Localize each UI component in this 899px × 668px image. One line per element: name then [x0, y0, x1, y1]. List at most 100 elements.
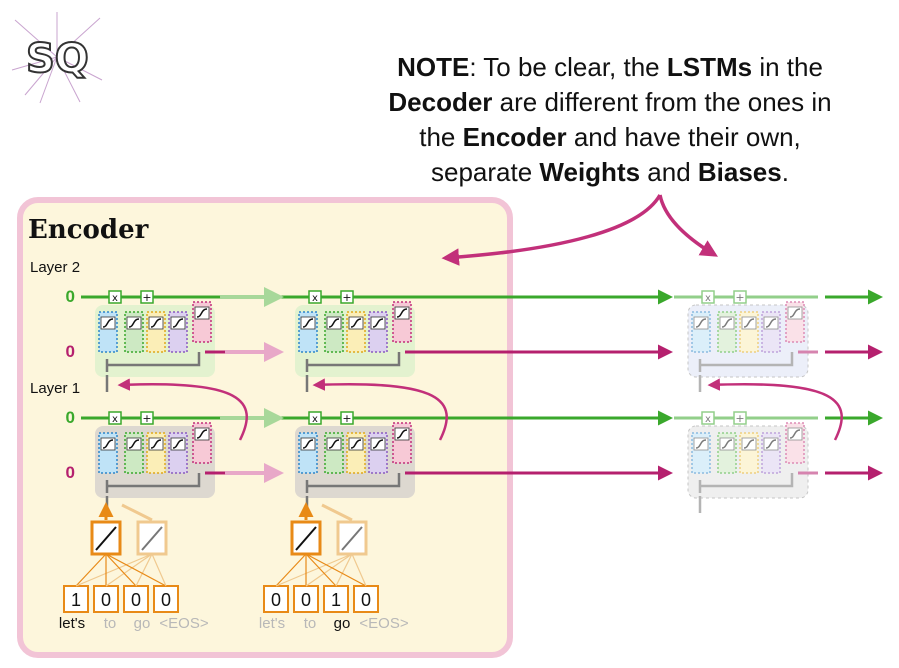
sigmoid-curve	[302, 439, 314, 449]
weight-line	[305, 553, 353, 587]
sigmoid-curve	[150, 318, 162, 328]
multiply-symbol: x	[705, 414, 711, 425]
multiply-gate	[308, 411, 322, 425]
encoder-layer2-cell-2: x+	[281, 290, 425, 392]
layer-connection-arrow	[707, 378, 843, 441]
input-digit: 0	[271, 590, 281, 610]
input-box	[153, 585, 179, 613]
sigmoid-curve	[743, 439, 755, 449]
input-box	[293, 585, 319, 613]
layer-connection-arrow	[312, 378, 448, 441]
input-digit: 1	[71, 590, 81, 610]
note-line3-b: and have their own,	[566, 122, 801, 152]
weight-line	[105, 553, 153, 587]
lstm-cells-group: x+x+x+x+x+x+	[81, 290, 818, 513]
linear-activation	[295, 526, 317, 551]
encoder-layer1-cell-2: x+	[281, 411, 425, 513]
input-box	[323, 585, 349, 613]
layer-connection-arrow	[117, 378, 248, 441]
sigmoid-curve	[721, 439, 733, 449]
weight-line	[351, 553, 367, 587]
weight-line	[105, 553, 137, 587]
input-word: to	[304, 615, 317, 632]
sigmoid-curve	[172, 439, 184, 449]
weight-line	[75, 553, 153, 587]
multiply-symbol: x	[312, 293, 318, 304]
linear-activation	[141, 526, 163, 551]
layer1-label: Layer 1	[30, 380, 80, 397]
multiply-gate	[108, 411, 122, 425]
note-arrow-to-encoder	[441, 194, 662, 266]
weight-line	[151, 553, 167, 587]
weight-line	[335, 553, 353, 587]
weight-line	[305, 553, 367, 587]
initial-zero-label: 0	[66, 408, 75, 427]
sigmoid-curve	[789, 429, 801, 439]
multiply-symbol: x	[112, 293, 118, 304]
multiply-symbol: x	[312, 414, 318, 425]
input-box	[353, 585, 379, 613]
sigmoid-curve	[396, 429, 408, 439]
weight-line	[275, 553, 353, 587]
note-line4-b: and	[640, 157, 698, 187]
input-word: <EOS>	[359, 615, 408, 632]
add-symbol: +	[142, 412, 151, 425]
input-word: to	[104, 615, 117, 632]
sigmoid-curve	[328, 318, 340, 328]
sigmoid-curve	[196, 308, 208, 318]
note-arrow-to-decoder	[658, 194, 719, 257]
linear-activation	[95, 526, 117, 551]
sigmoid-curve	[350, 318, 362, 328]
sigmoid-curve	[150, 439, 162, 449]
note-text: NOTE: To be clear, the LSTMs in the Deco…	[340, 50, 880, 190]
sigmoid-curve	[172, 318, 184, 328]
note-encoder: Encoder	[462, 122, 567, 152]
add-symbol: +	[735, 412, 744, 425]
input-word: let's	[59, 615, 85, 632]
input-word: <EOS>	[159, 615, 208, 632]
input-digit: 1	[331, 590, 341, 610]
statquest-logo: SQ	[11, 12, 103, 104]
input-connector	[105, 352, 201, 372]
input-word: go	[134, 615, 151, 632]
sigmoid-curve	[328, 439, 340, 449]
sigmoid-curve	[350, 439, 362, 449]
input-connector	[698, 352, 794, 372]
weight-line	[275, 553, 307, 587]
add-symbol: +	[342, 291, 351, 304]
sigmoid-curve	[196, 429, 208, 439]
input-word: go	[334, 615, 351, 632]
initial-zero-label: 0	[66, 287, 75, 306]
initial-zero-label: 0	[66, 342, 75, 361]
note-line2-b: are different from the ones in	[492, 87, 832, 117]
weight-line	[305, 553, 337, 587]
note-prefix: NOTE	[397, 52, 470, 82]
sigmoid-curve	[396, 308, 408, 318]
encoder-layer2-cell-1: x+	[81, 290, 225, 392]
multiply-symbol: x	[112, 414, 118, 425]
add-gate	[340, 411, 354, 425]
input-digit: 0	[301, 590, 311, 610]
decoder-layer1-cell: x+	[674, 411, 818, 513]
sigmoid-curve	[765, 439, 777, 449]
input-digit: 0	[101, 590, 111, 610]
note-biases: Biases	[697, 157, 782, 187]
input-digit: 0	[161, 590, 171, 610]
add-symbol: +	[142, 291, 151, 304]
input-word: let's	[259, 615, 285, 632]
add-gate	[733, 411, 747, 425]
note-line4-a: separate	[431, 157, 540, 187]
add-gate	[340, 290, 354, 304]
note-decoder: Decoder	[388, 87, 493, 117]
weight-line	[135, 553, 153, 587]
sigmoid-curve	[789, 308, 801, 318]
sigmoid-curve	[765, 318, 777, 328]
note-line1-a: : To be clear, the	[469, 52, 667, 82]
decoder-layer2-cell: x+	[674, 290, 818, 392]
note-line3-a: the	[419, 122, 463, 152]
multiply-gate	[701, 290, 715, 304]
logo-text: SQ	[26, 36, 89, 82]
